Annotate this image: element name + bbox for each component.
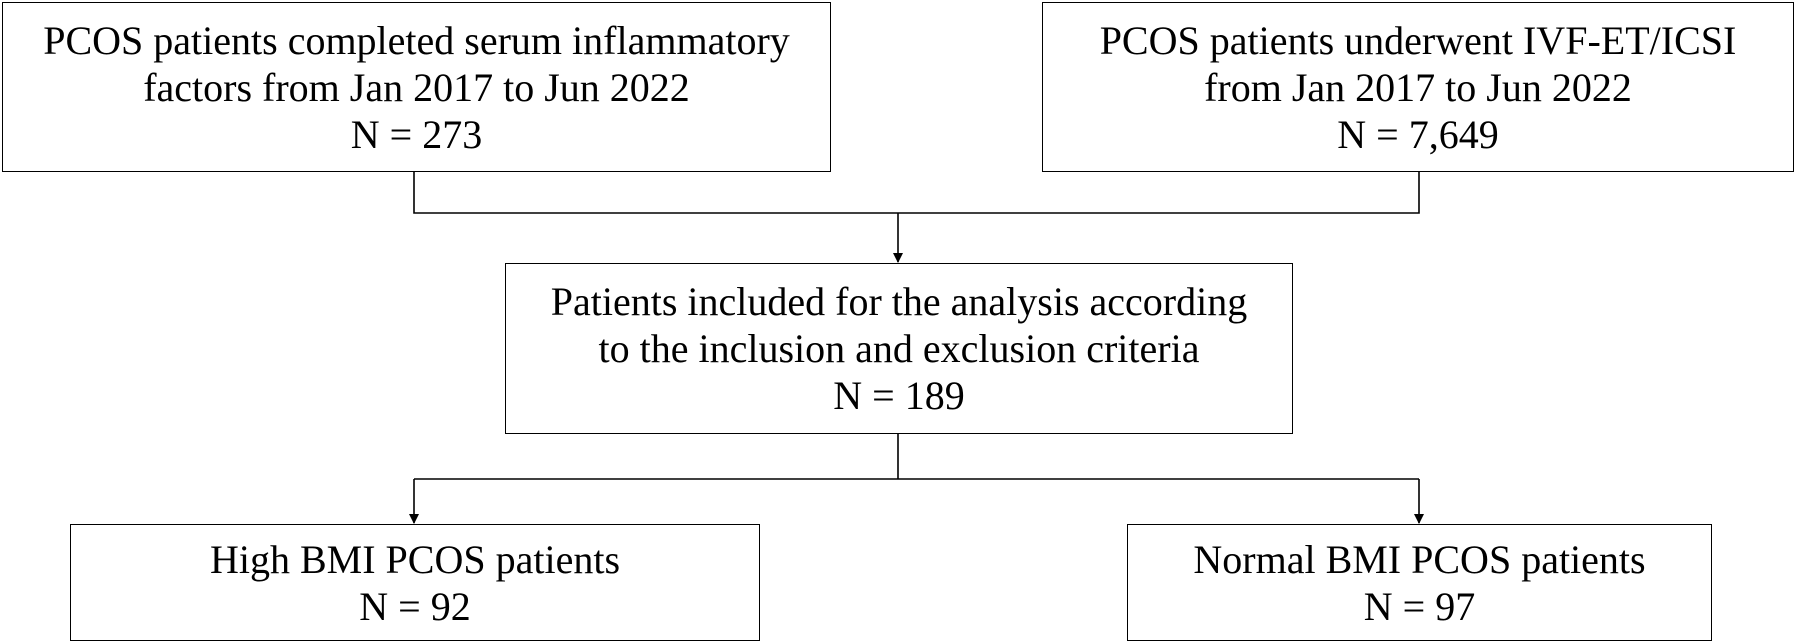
node-inflammatory-factors: PCOS patients completed serum inflammato… <box>2 2 831 172</box>
connector-top-merge <box>413 172 1420 214</box>
node-high-bmi-count: N = 92 <box>359 583 471 629</box>
node-ivf-et-icsi-count: N = 7,649 <box>1337 111 1499 157</box>
node-inflammatory-factors-line-2: factors from Jan 2017 to Jun 2022 <box>143 64 690 110</box>
node-ivf-et-icsi-line-2: from Jan 2017 to Jun 2022 <box>1204 64 1632 110</box>
node-included-patients-line-1: Patients included for the analysis accor… <box>550 279 1248 324</box>
node-inflammatory-factors-count: N = 273 <box>350 111 483 157</box>
node-included-patients: Patients included for the analysis accor… <box>505 263 1293 434</box>
node-included-patients-count: N = 189 <box>833 373 965 418</box>
node-inflammatory-factors-line-1: PCOS patients completed serum inflammato… <box>43 17 790 63</box>
node-normal-bmi-count: N = 97 <box>1363 583 1476 629</box>
node-high-bmi: High BMI PCOS patients N = 92 <box>70 524 760 641</box>
node-included-patients-line-2: to the inclusion and exclusion criteria <box>598 326 1200 371</box>
node-ivf-et-icsi-line-1: PCOS patients underwent IVF-ET/ICSI <box>1099 17 1737 63</box>
node-normal-bmi-line-1: Normal BMI PCOS patients <box>1193 536 1646 582</box>
node-normal-bmi: Normal BMI PCOS patients N = 97 <box>1127 524 1712 641</box>
connector-split <box>414 434 1419 480</box>
node-ivf-et-icsi: PCOS patients underwent IVF-ET/ICSI from… <box>1042 2 1794 172</box>
node-high-bmi-line-1: High BMI PCOS patients <box>209 536 621 582</box>
